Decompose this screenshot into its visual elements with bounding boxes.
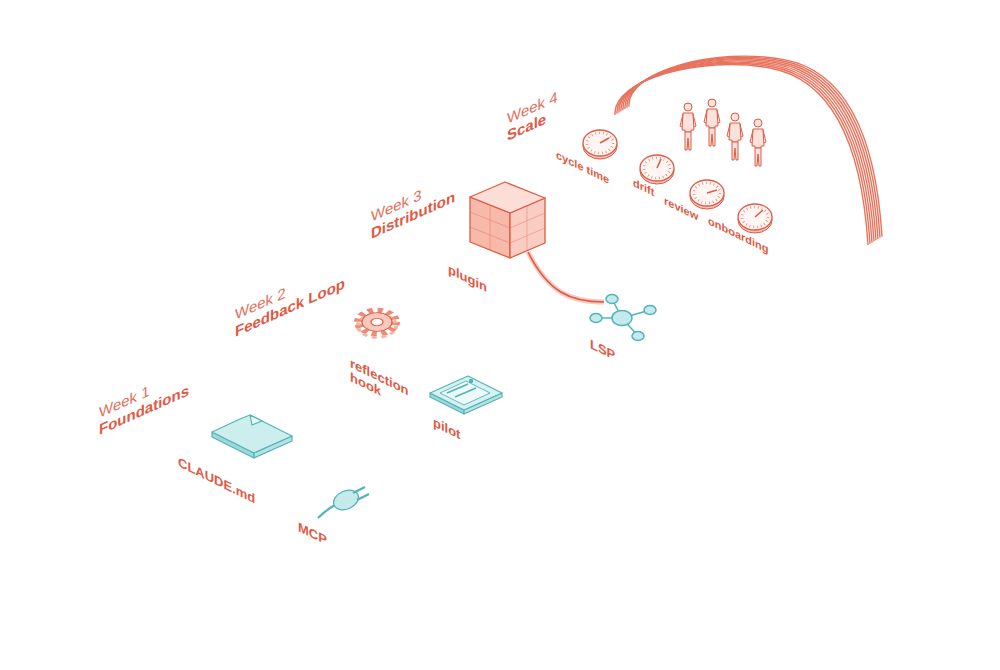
slab-face <box>483 409 621 493</box>
slab-face <box>515 97 882 269</box>
gauges <box>583 130 772 233</box>
plugin-wire <box>528 252 604 302</box>
slab-face <box>379 195 746 367</box>
shadow <box>132 415 520 621</box>
pilot-card-icon <box>430 376 502 414</box>
slab-label: MCP <box>298 520 327 548</box>
face-label: reflection hook <box>350 356 424 421</box>
slab-face <box>233 309 621 431</box>
slab-label: cycle time <box>556 148 609 186</box>
week-slab: Week 3DistributionpluginLSP <box>369 189 757 395</box>
slab-face <box>505 91 893 275</box>
face-label: review <box>664 194 698 223</box>
slab-label: onboarding <box>708 214 769 256</box>
face-label: cycle time <box>556 148 609 186</box>
glass-slab <box>505 91 893 297</box>
arch-band <box>615 56 882 245</box>
gear-icon <box>358 310 396 337</box>
slab-label: reflection hook <box>350 356 424 421</box>
lsp-hub-icon <box>590 295 656 341</box>
slab-label: LSP <box>590 337 615 364</box>
week-heading: Week 3Distribution <box>371 171 455 242</box>
slab-face <box>97 447 347 591</box>
face-label: pilot <box>433 415 460 443</box>
gauge <box>738 204 772 233</box>
slab-face <box>347 507 485 591</box>
face-label: plugin <box>448 262 487 295</box>
face-label: drift <box>633 176 654 199</box>
slab-face <box>233 349 483 493</box>
shadow <box>268 317 656 523</box>
face-label: CLAUDE.md <box>178 455 255 507</box>
slab-face <box>369 211 757 333</box>
slab-label: drift <box>633 176 654 199</box>
face-label: LSP <box>590 337 615 364</box>
slab-face <box>755 213 893 297</box>
slab-face <box>369 251 619 395</box>
gauge <box>690 180 724 209</box>
week-heading: Week 4Scale <box>507 87 558 144</box>
week-heading: Week 1Foundations <box>99 364 189 438</box>
glass-slab <box>97 385 485 591</box>
plugin-wire <box>528 252 604 302</box>
face-label: MCP <box>298 520 327 548</box>
slab-face <box>97 407 485 529</box>
week-slab: Week 1FoundationsCLAUDE.mdMCP <box>97 385 485 591</box>
slab-face <box>243 293 610 465</box>
face-label: onboarding <box>708 214 769 256</box>
gauge <box>583 130 617 159</box>
week-slab: Week 4Scalecycle timedriftreviewonboardi… <box>505 91 893 297</box>
plug-icon <box>318 486 369 518</box>
shadow <box>404 219 792 425</box>
glass-slab <box>233 287 621 493</box>
gauge <box>640 155 674 184</box>
glass-slab <box>369 189 757 395</box>
cube-icon <box>470 182 545 258</box>
slab-label: CLAUDE.md <box>178 455 255 507</box>
slab-face <box>107 391 474 563</box>
week-heading: Week 2Feedback Loop <box>235 257 345 340</box>
document-icon <box>212 415 292 458</box>
slab-face <box>619 311 757 395</box>
slab-label: review <box>664 194 698 223</box>
week-slab: Week 2Feedback Loopreflection hookpilot <box>233 287 621 493</box>
slab-label: pilot <box>433 415 460 443</box>
people <box>680 99 766 166</box>
slab-face <box>505 113 893 235</box>
slab-label: plugin <box>448 262 487 295</box>
